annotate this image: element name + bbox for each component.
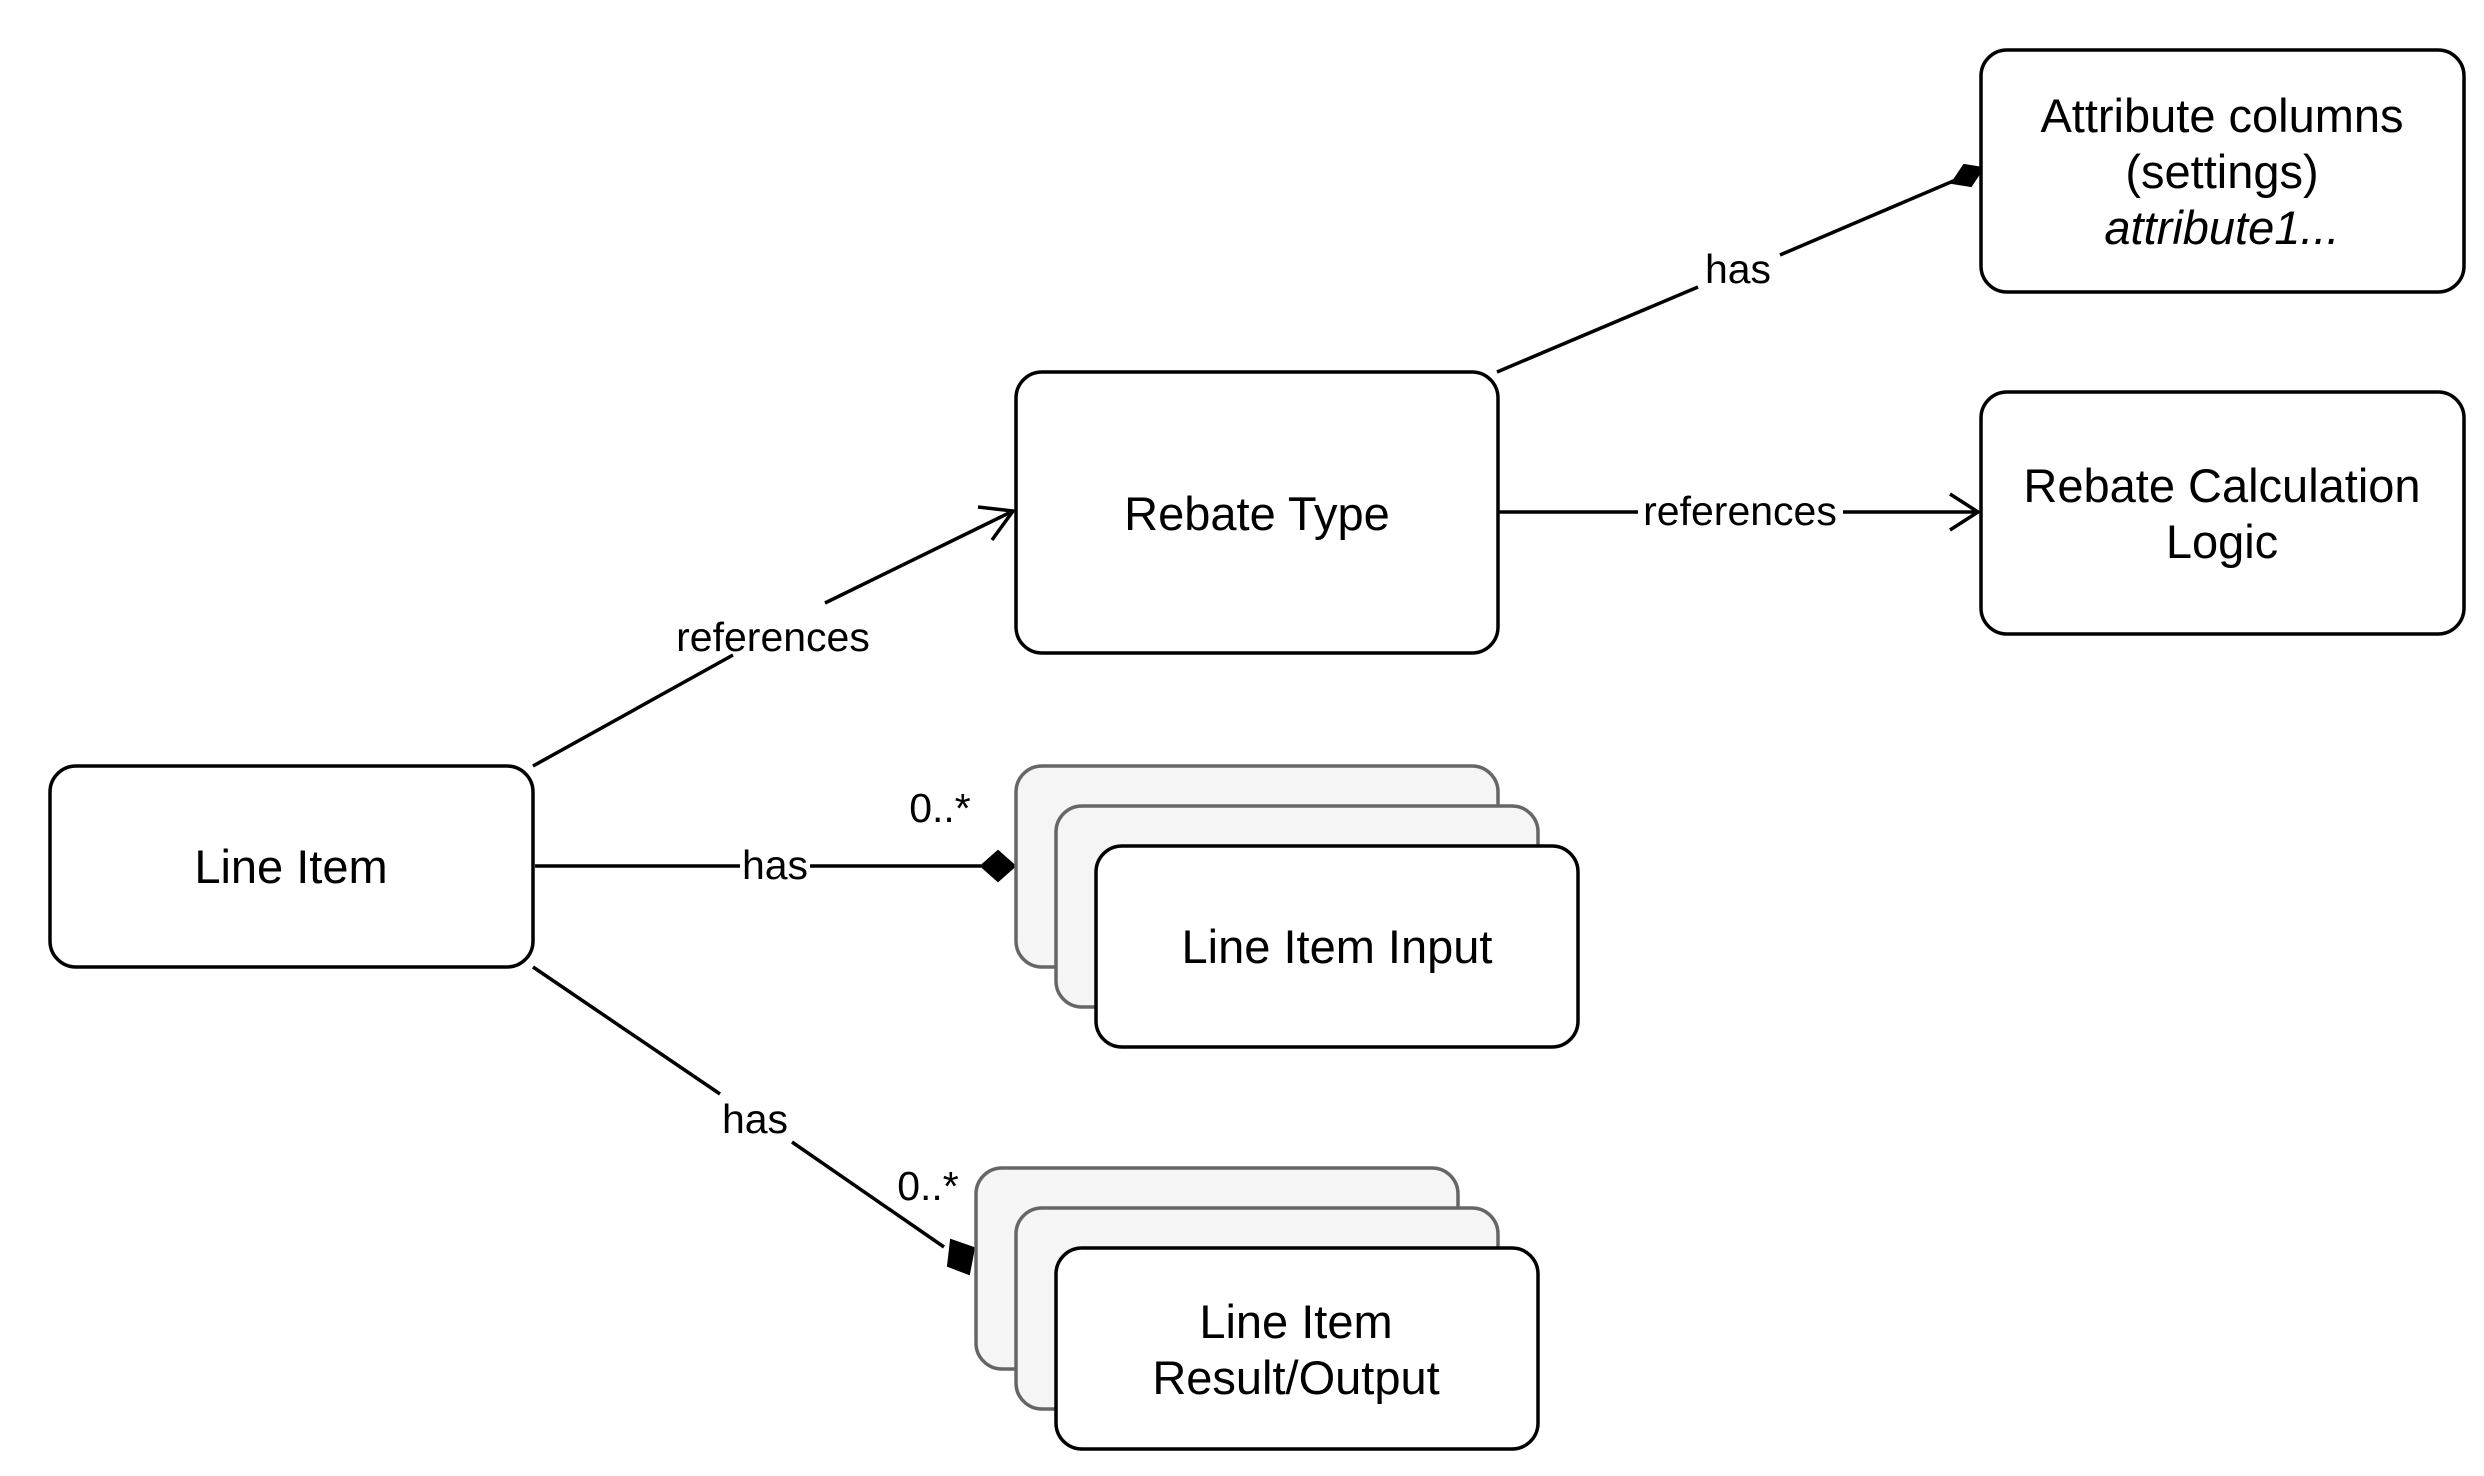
node-rebate-calculation-logic: Rebate Calculation Logic bbox=[1979, 390, 2466, 636]
edge-label-has: has bbox=[1705, 246, 1771, 292]
node-rebate-type: Rebate Type bbox=[1014, 370, 1500, 655]
open-arrow-icon bbox=[977, 505, 1017, 542]
open-arrow-icon bbox=[1949, 492, 1982, 532]
node-label-line-2: Logic bbox=[2166, 515, 2278, 568]
diamond-icon bbox=[946, 1238, 976, 1276]
node-label-line-1: Attribute columns bbox=[2040, 89, 2403, 142]
edge-line-item-references-rebate-type: references bbox=[532, 505, 1017, 768]
edge-label-has: has bbox=[722, 1096, 788, 1142]
node-label-line-2: (settings) bbox=[2125, 145, 2318, 198]
node-attribute-columns: Attribute columns (settings) attribute1.… bbox=[1979, 48, 2466, 294]
node-label: Rebate Type bbox=[1124, 487, 1390, 540]
diamond-icon bbox=[979, 849, 1017, 883]
node-label-italic: attribute1... bbox=[2104, 201, 2339, 254]
node-label-line-1: Line Item bbox=[1199, 1295, 1392, 1348]
edge-label-has: has bbox=[742, 842, 808, 888]
multiplicity-label: 0..* bbox=[909, 785, 971, 831]
edge-line-item-has-result: has 0..* bbox=[532, 965, 976, 1276]
stack-front-card bbox=[1094, 844, 1580, 1049]
edge-label-references: references bbox=[1643, 488, 1837, 534]
node-label: Line Item Input bbox=[1182, 920, 1493, 973]
node-line-item-input-stack: Line Item Input bbox=[1014, 764, 1580, 1049]
edge-label-references: references bbox=[676, 614, 870, 660]
stack-front-card bbox=[1054, 1246, 1540, 1451]
edge-rebate-type-has-attributes: has bbox=[1496, 163, 1985, 374]
node-label-line-2: Result/Output bbox=[1152, 1351, 1439, 1404]
diamond-icon bbox=[1950, 163, 1985, 188]
edge-line-item-has-input: has 0..* bbox=[535, 785, 1017, 888]
node-line-item: Line Item bbox=[48, 764, 535, 969]
node-label-line-1: Rebate Calculation bbox=[2023, 459, 2420, 512]
multiplicity-label: 0..* bbox=[897, 1163, 959, 1209]
node-label: Line Item bbox=[194, 840, 387, 893]
node-line-item-result-stack: Line Item Result/Output bbox=[974, 1166, 1540, 1451]
edge-rebate-type-references-logic: references bbox=[1498, 488, 1982, 534]
